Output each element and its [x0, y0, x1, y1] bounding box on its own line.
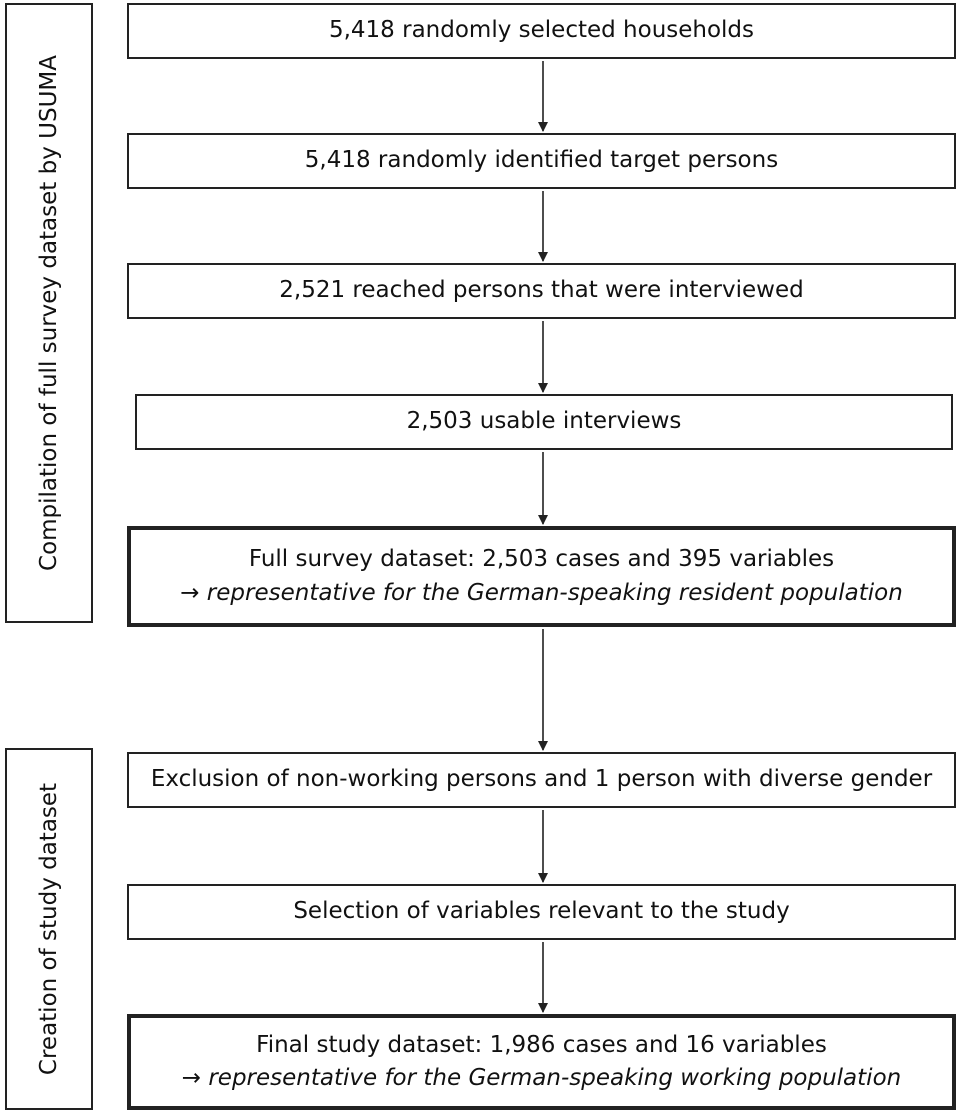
- step-exclusion-text: Exclusion of non-working persons and 1 p…: [150, 766, 933, 793]
- step-households-text: 5,418 randomly selected households: [328, 17, 755, 44]
- final-study-dataset: Final study dataset: 1,986 cases and 16 …: [127, 1014, 956, 1110]
- final-study-dataset-note: → representative for the German-speaking…: [181, 1065, 902, 1091]
- step-target-persons: 5,418 randomly identified target persons: [127, 133, 956, 189]
- phase-label-creation: Creation of study dataset: [5, 748, 93, 1110]
- step-usable-interviews: 2,503 usable interviews: [135, 394, 953, 450]
- step-exclusion: Exclusion of non-working persons and 1 p…: [127, 752, 956, 808]
- step-usable-interviews-text: 2,503 usable interviews: [406, 408, 682, 435]
- step-interviewed-text: 2,521 reached persons that were intervie…: [279, 277, 804, 304]
- step-interviewed: 2,521 reached persons that were intervie…: [127, 263, 956, 319]
- step-households: 5,418 randomly selected households: [127, 3, 956, 59]
- step-variable-selection-text: Selection of variables relevant to the s…: [293, 898, 790, 925]
- phase-label-compilation: Compilation of full survey dataset by US…: [5, 3, 93, 623]
- full-survey-dataset-note: → representative for the German-speaking…: [180, 579, 903, 606]
- full-survey-dataset: Full survey dataset: 2,503 cases and 395…: [127, 526, 956, 627]
- full-survey-dataset-text: Full survey dataset: 2,503 cases and 395…: [248, 546, 835, 573]
- step-target-persons-text: 5,418 randomly identified target persons: [304, 147, 779, 174]
- final-study-dataset-text: Final study dataset: 1,986 cases and 16 …: [256, 1031, 827, 1058]
- step-variable-selection: Selection of variables relevant to the s…: [127, 884, 956, 940]
